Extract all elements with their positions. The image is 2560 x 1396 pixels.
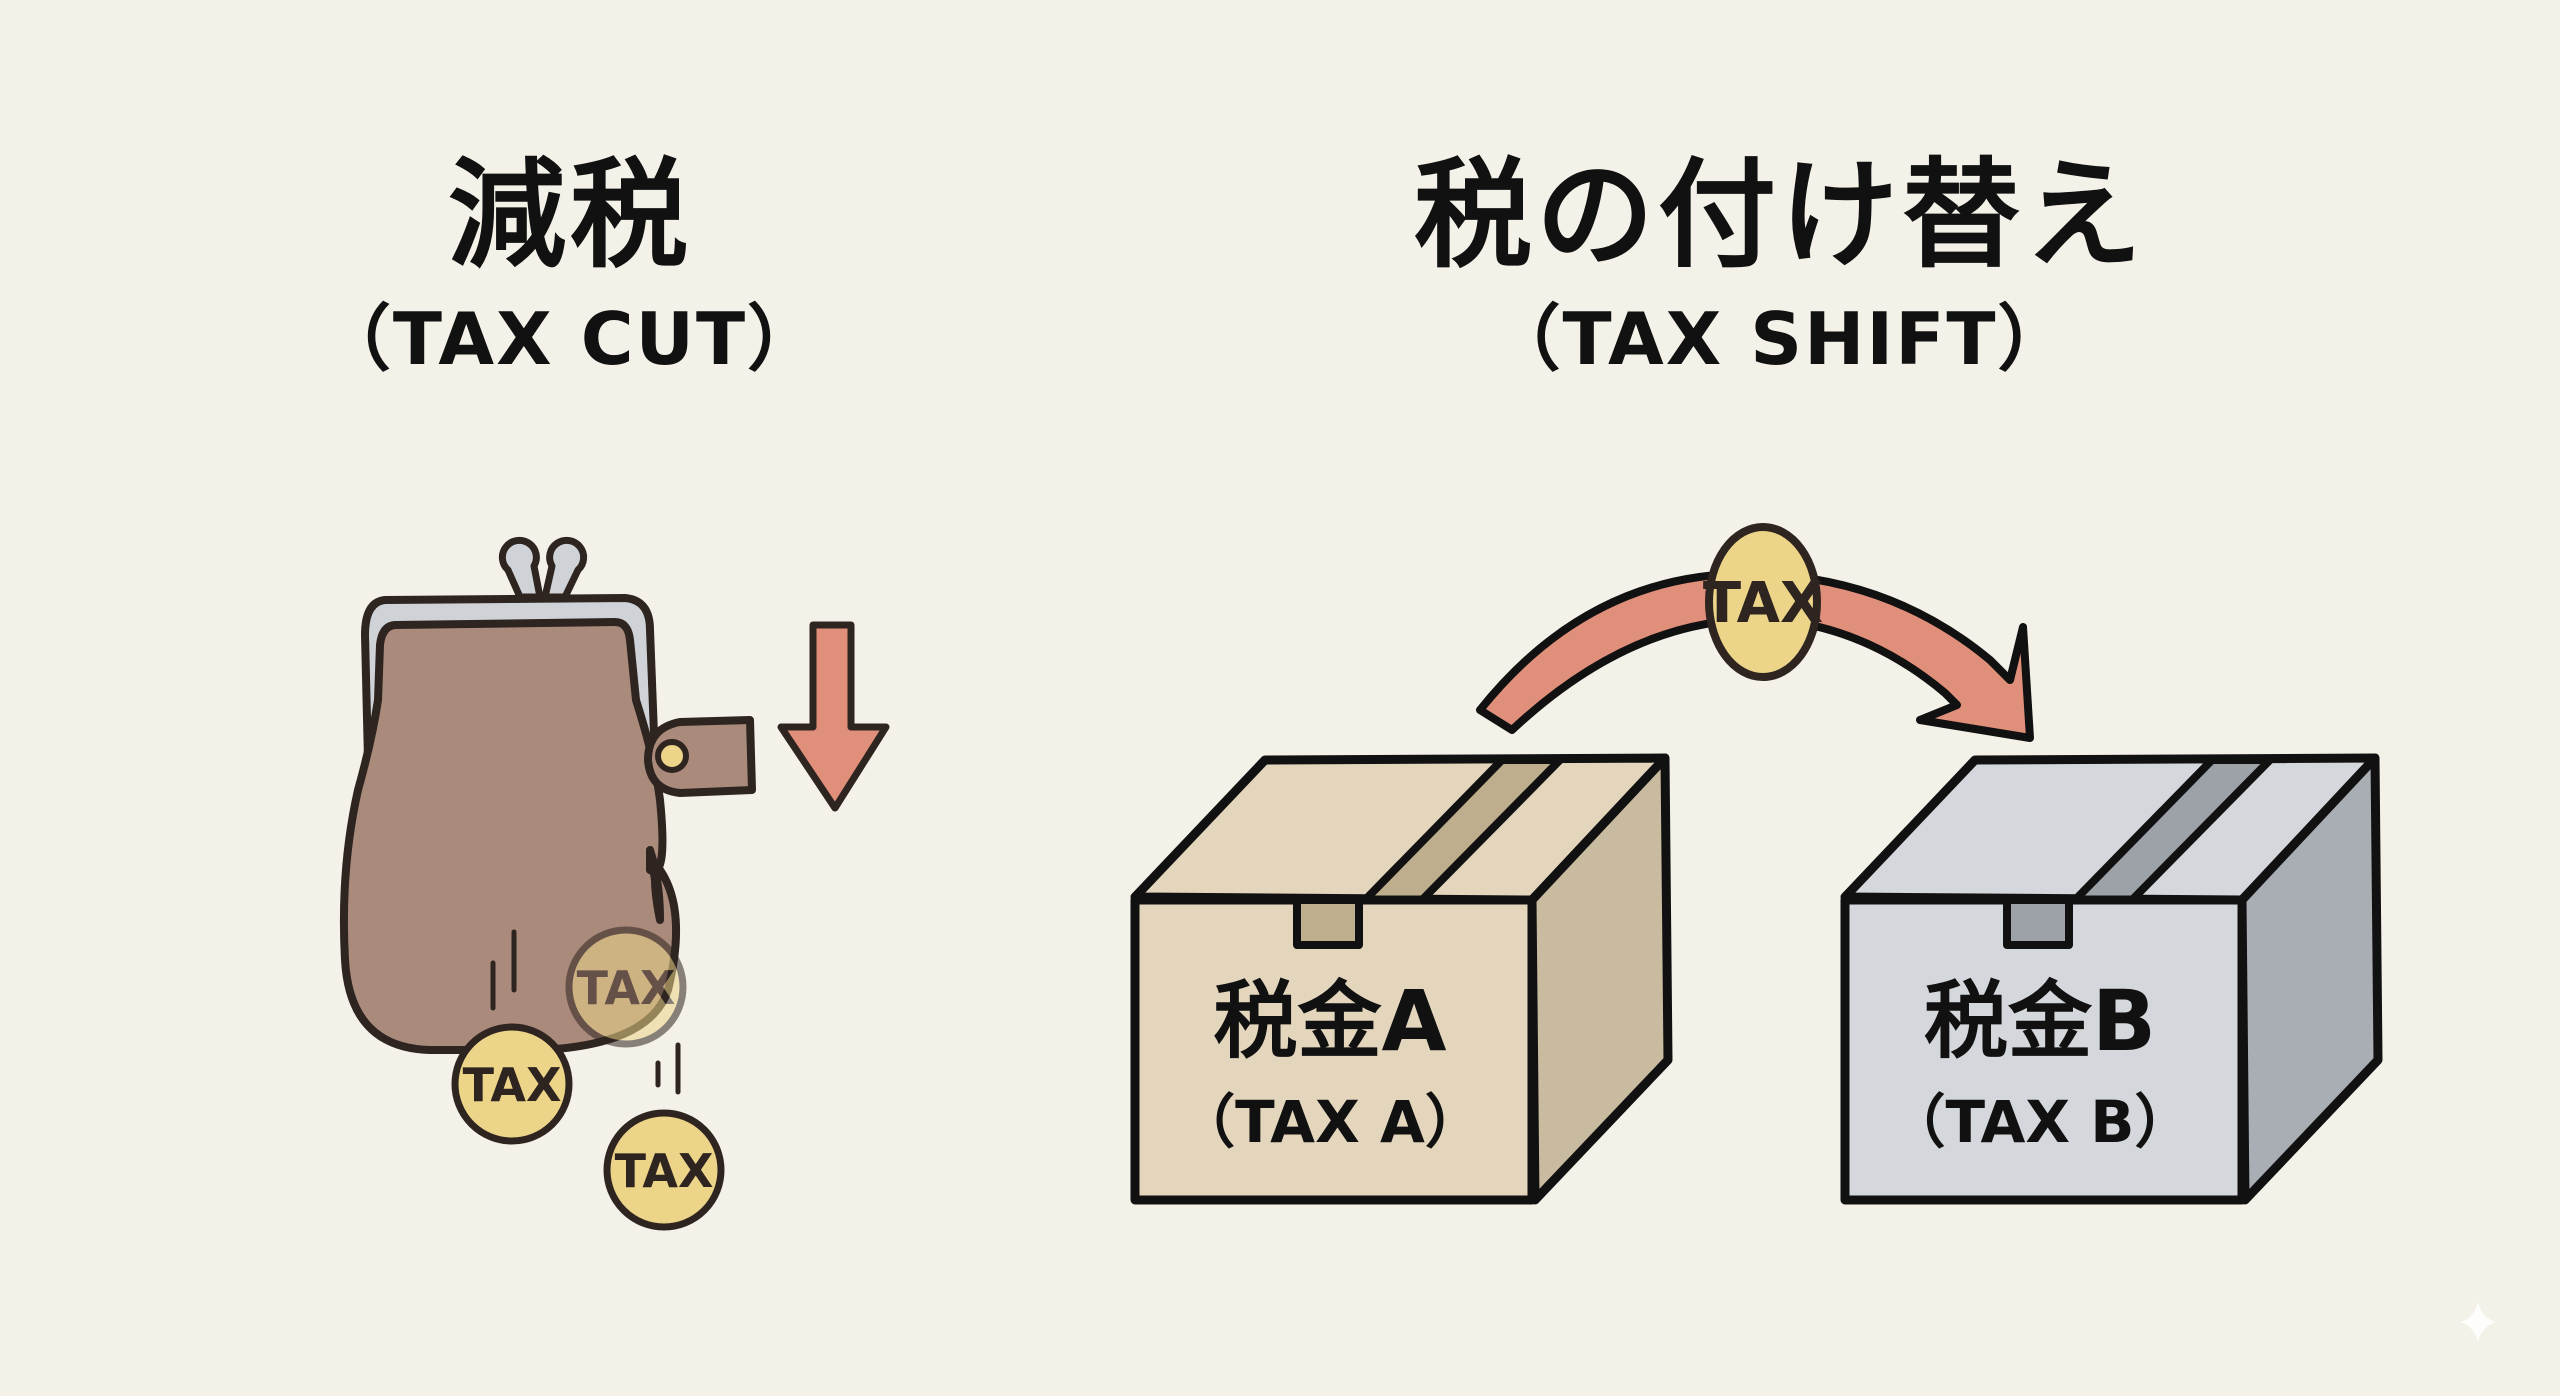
decrease-arrow-icon — [777, 621, 890, 812]
tax-cut-title-en: （TAX CUT） — [318, 297, 822, 381]
coin-label: TAX — [615, 1144, 714, 1198]
box-b-icon: 税金B （TAX B） — [1840, 753, 2383, 1205]
motion-lines-icon — [490, 929, 681, 1095]
shift-arrow-icon — [1476, 569, 2034, 742]
coin-label: TAX — [577, 961, 676, 1015]
coin-label: TAX — [1703, 571, 1823, 636]
tax-cut-title: 減税 （TAX CUT） — [290, 150, 850, 384]
purse-icon — [339, 536, 756, 1054]
tax-shift-title: 税の付け替え （TAX SHIFT） — [1250, 150, 2310, 384]
moving-tax-coin-icon: TAX — [1703, 523, 1823, 681]
purse-strap-icon — [644, 716, 756, 797]
coin-label: TAX — [463, 1058, 562, 1112]
tax-cut-title-jp: 減税 — [447, 146, 692, 284]
tax-coin-icon: TAX — [603, 1109, 725, 1231]
tax-coin-icon: TAX — [451, 1023, 573, 1145]
purse-clasp-icon — [498, 536, 588, 601]
faded-tax-coin-icon: TAX — [565, 926, 687, 1048]
tax-shift-title-en: （TAX SHIFT） — [1488, 297, 2072, 381]
falling-coins: TAX TAX TAX — [451, 926, 725, 1231]
sparkle-icon — [2460, 1302, 2496, 1342]
tax-shift-title-jp: 税の付け替え — [1413, 146, 2146, 284]
box-a-label-en: （TAX A） — [1177, 1088, 1483, 1156]
box-a-label-jp: 税金A — [1213, 972, 1446, 1070]
box-b-label-jp: 税金B — [1924, 972, 2156, 1070]
box-a-icon: 税金A （TAX A） — [1130, 753, 1673, 1205]
box-b-label-en: （TAX B） — [1887, 1088, 2192, 1156]
